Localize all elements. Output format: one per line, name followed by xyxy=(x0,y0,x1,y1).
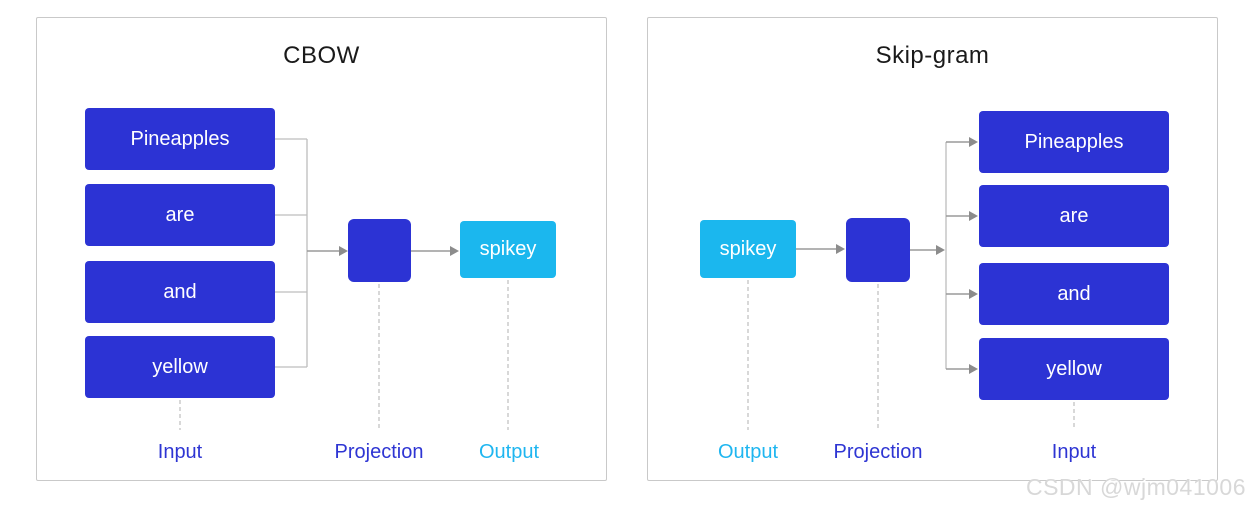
cbow-input-word-yellow: yellow xyxy=(85,336,275,398)
cbow-output-word-spikey: spikey xyxy=(460,221,556,278)
skipgram-projection-node xyxy=(846,218,910,282)
cbow-panel: CBOW Pineapples are and yellow spikey In… xyxy=(36,17,607,481)
word-label: Pineapples xyxy=(130,127,230,150)
skipgram-input-word-yellow: yellow xyxy=(979,338,1169,400)
word-label: yellow xyxy=(152,355,208,378)
cbow-projection-node xyxy=(348,219,411,282)
word-label: and xyxy=(163,280,197,303)
cbow-input-word-pineapples: Pineapples xyxy=(85,108,275,170)
csdn-watermark: CSDN @wjm041006 xyxy=(1025,474,1246,500)
skipgram-panel: Skip-gram spikey Pineapples are and yell… xyxy=(647,17,1218,481)
skipgram-arrow-to-projection xyxy=(796,244,845,254)
word-label: spikey xyxy=(719,237,777,260)
cbow-arrow-to-projection xyxy=(307,246,348,256)
skipgram-input-layer-label: Input xyxy=(1051,441,1097,463)
word-label: are xyxy=(1059,204,1089,227)
cbow-input-word-and: and xyxy=(85,261,275,323)
skipgram-arrow-to-branch xyxy=(910,245,945,255)
cbow-connectors xyxy=(179,138,509,430)
skipgram-output-word-spikey: spikey xyxy=(700,220,796,278)
cbow-gather-lines xyxy=(275,138,308,368)
cbow-output-layer-label: Output xyxy=(478,441,540,463)
skipgram-output-layer-label: Output xyxy=(717,441,779,463)
cbow-input-word-are: are xyxy=(85,184,275,246)
word-label: spikey xyxy=(479,238,537,260)
word-label: Pineapples xyxy=(1024,130,1124,153)
skipgram-input-word-and: and xyxy=(979,263,1169,325)
cbow-dashed-guides xyxy=(179,280,509,430)
skipgram-input-word-are: are xyxy=(979,185,1169,247)
cbow-projection-layer-label: Projection xyxy=(334,441,424,463)
skipgram-title: Skip-gram xyxy=(875,42,990,69)
skipgram-input-word-pineapples: Pineapples xyxy=(979,111,1169,173)
word-label: are xyxy=(165,203,195,226)
skipgram-projection-layer-label: Projection xyxy=(833,441,923,463)
cbow-title: CBOW xyxy=(283,42,360,69)
skipgram-scatter-lines xyxy=(945,137,978,374)
skipgram-dashed-guides xyxy=(747,280,1075,430)
skipgram-connectors xyxy=(747,137,1075,430)
cbow-arrow-to-output xyxy=(411,246,459,256)
word-label: and xyxy=(1057,282,1091,305)
word-label: yellow xyxy=(1046,357,1102,380)
cbow-input-layer-label: Input xyxy=(157,441,203,463)
